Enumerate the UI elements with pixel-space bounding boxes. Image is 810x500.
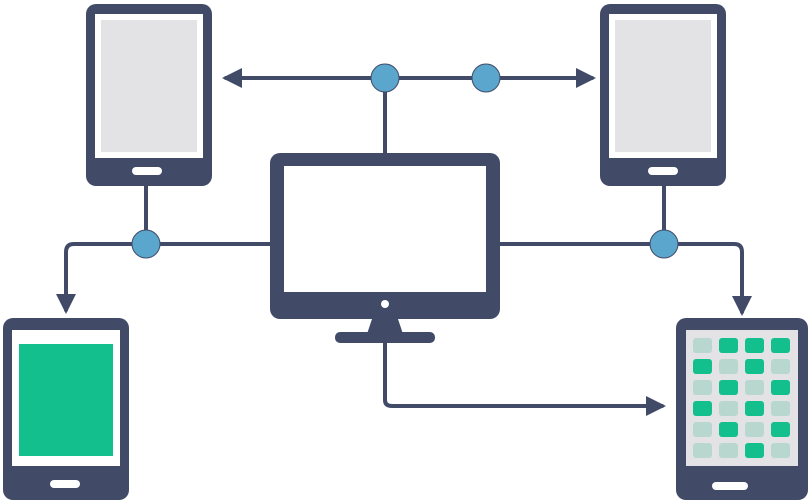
tablet-bottom-left [3,318,129,500]
tablet-bottom-right-home-button [712,482,748,490]
app-tile [693,443,712,458]
monitor-power-dot [381,300,389,308]
monitor-screen [284,166,486,292]
right-tablet-link-path [662,242,752,316]
app-tile [745,443,764,458]
app-tile [771,401,790,416]
app-tile [771,359,790,374]
hub-node-top-a [370,63,400,93]
phone-top-right [600,4,726,186]
phone-top-right-home-button [648,167,678,175]
app-tile [745,359,764,374]
app-tile [771,380,790,395]
app-tile [719,401,738,416]
hub-node-right [649,229,679,259]
app-tile [719,422,738,437]
connections [56,68,752,416]
app-tile [745,380,764,395]
app-tile [745,422,764,437]
phone-top-left-home-button [132,167,162,175]
app-tile [771,443,790,458]
app-tile [745,338,764,353]
app-tile [693,422,712,437]
app-tile [771,422,790,437]
app-tile [693,380,712,395]
tablet-bottom-left-home-button [50,480,80,488]
phone-top-left [86,4,212,186]
app-tile [693,338,712,353]
app-tile [693,401,712,416]
app-grid [693,338,790,458]
monitor-center [270,153,500,343]
app-tile [693,359,712,374]
left-tablet-link-path [56,242,148,314]
monitor-tablet-link-path [383,340,666,416]
app-tile [771,338,790,353]
monitor-base [335,332,435,343]
nodes [131,63,679,259]
app-tile [745,401,764,416]
tablet-bottom-right [676,318,808,500]
app-tile [719,338,738,353]
app-tile [719,443,738,458]
hub-node-top-b [471,63,501,93]
monitor-neck [367,319,403,334]
hub-node-left [131,229,161,259]
app-tile [719,359,738,374]
app-tile [719,380,738,395]
